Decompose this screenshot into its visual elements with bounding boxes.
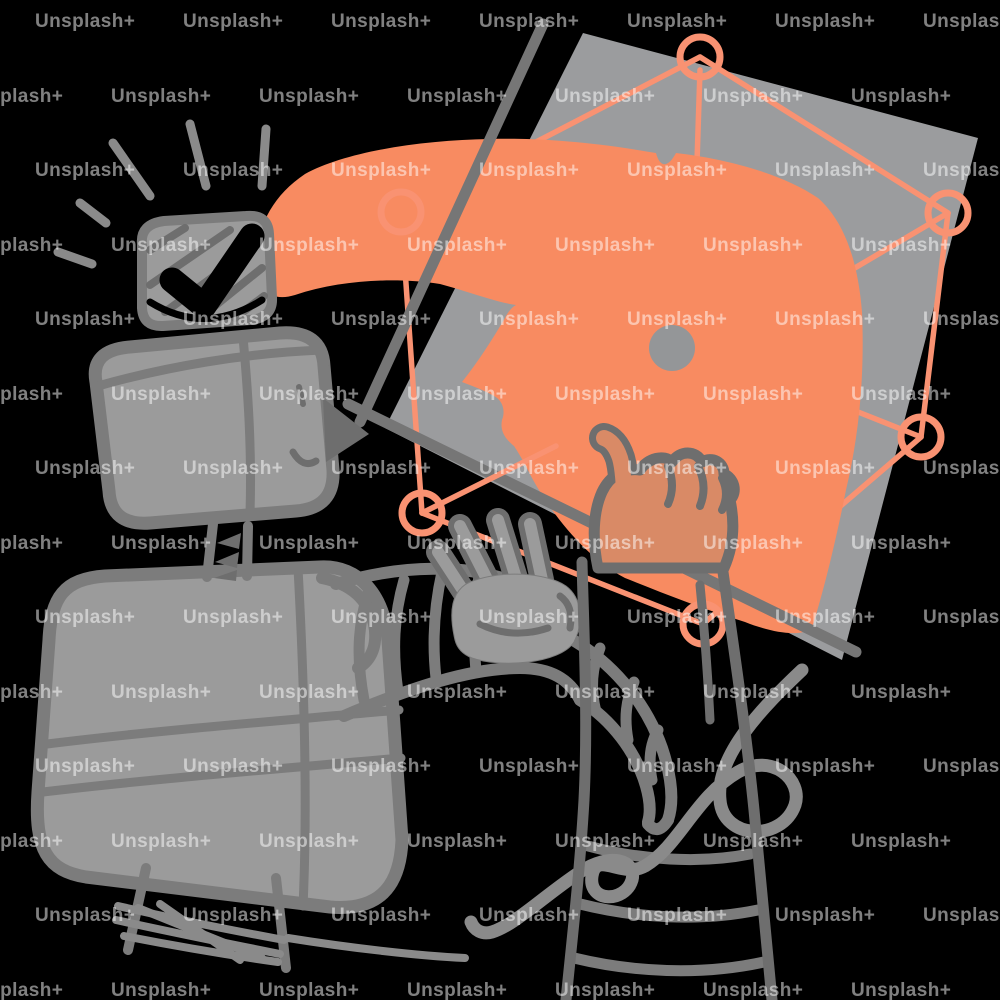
arm-lower-edge — [338, 662, 586, 722]
mesh-node — [897, 413, 945, 461]
neck-line — [242, 521, 253, 581]
ray-line — [257, 124, 271, 191]
mesh-node — [924, 189, 972, 237]
index-finger-fill — [596, 430, 634, 534]
mesh-edge — [918, 210, 951, 440]
head-bevel-side — [238, 332, 256, 518]
forearm-edge — [574, 694, 656, 828]
curled-finger-line — [664, 462, 676, 508]
face-profile-shape — [256, 138, 863, 634]
robot-beacon — [53, 119, 278, 332]
arm-segment — [587, 642, 606, 718]
mesh-node — [398, 489, 446, 537]
face-eye-dot — [649, 325, 695, 371]
finger-fill — [524, 518, 548, 586]
robot — [30, 119, 770, 977]
robot-mouth — [289, 448, 320, 467]
neck-line — [202, 519, 218, 582]
curled-finger-line — [694, 462, 708, 510]
hose-segment — [568, 952, 770, 977]
base-scribble — [156, 900, 244, 964]
mesh-spoke — [419, 443, 559, 516]
recognition-mesh-nodes — [377, 33, 972, 461]
mesh-spoke — [845, 405, 924, 440]
neck-coil-mark — [217, 533, 241, 549]
mesh-edge — [697, 54, 951, 216]
base-scribble — [112, 916, 284, 958]
checkmark-icon — [159, 223, 265, 319]
curled-finger-line — [718, 474, 730, 514]
forearm-cap — [642, 814, 674, 836]
finger-fill — [454, 520, 496, 591]
robot-neck-spring — [202, 519, 253, 582]
pointing-hand — [588, 423, 740, 574]
face-silhouette — [256, 138, 863, 634]
mesh-spoke — [694, 67, 703, 165]
arm-line-left — [560, 556, 592, 1000]
mesh-node — [377, 188, 425, 236]
neck-coil-mark — [214, 570, 237, 581]
beacon-rays — [53, 119, 271, 269]
panel-left-edge — [354, 18, 549, 428]
robot-nose — [323, 398, 369, 462]
arm-line-right — [716, 559, 778, 1000]
finger-fill — [492, 514, 522, 584]
arm-segment — [353, 587, 374, 706]
robot-hand-open — [426, 508, 581, 664]
palm-crease — [556, 592, 575, 632]
arm-segment — [428, 566, 448, 684]
body-bevel-line — [293, 563, 310, 911]
cable-squiggle — [464, 663, 809, 940]
hose-segment — [582, 840, 756, 866]
robot-base — [112, 863, 469, 973]
robot-leg — [271, 873, 291, 973]
palm — [451, 573, 581, 664]
ray-line — [185, 119, 211, 191]
head-bevel-top — [93, 345, 327, 391]
robot-body — [30, 560, 409, 914]
base-scribble — [284, 934, 469, 962]
robot-head — [88, 326, 369, 530]
head-box — [88, 326, 340, 530]
palm-crease — [476, 620, 552, 637]
mesh-node — [676, 33, 724, 81]
arm-segment — [620, 676, 640, 746]
beacon-hatch — [146, 224, 189, 254]
pointing-arm-lines — [560, 556, 778, 1000]
ray-line — [75, 198, 111, 228]
beacon-shade — [146, 296, 266, 322]
neck-coil-mark — [215, 552, 239, 568]
ray-line — [53, 247, 97, 269]
arm-line-inner — [695, 580, 715, 725]
robot-eye-mark — [296, 384, 306, 407]
hose-segment — [574, 898, 764, 923]
ray-line — [108, 138, 155, 201]
arm-segment — [389, 574, 410, 698]
arm-segment — [644, 724, 664, 786]
body-seam-line — [38, 753, 406, 797]
